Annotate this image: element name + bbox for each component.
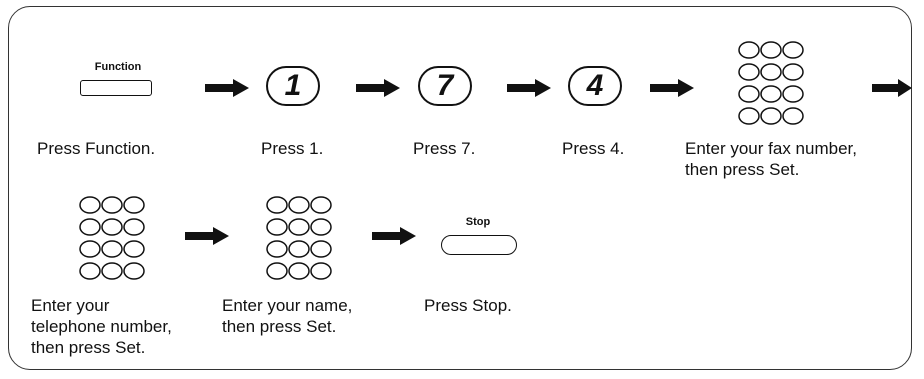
arrow-right-icon: [185, 227, 229, 245]
arrow-right-icon: [205, 79, 249, 97]
number-key-7: 7: [418, 66, 472, 106]
number-key-4: 4: [568, 66, 622, 106]
arrow-right-icon: [507, 79, 551, 97]
step-phone-caption: Enter your telephone number, then press …: [31, 296, 172, 357]
step-name-caption: Enter your name, then press Set.: [222, 296, 353, 336]
function-key-label: Function: [94, 61, 142, 73]
function-key: [80, 80, 152, 96]
stop-key: [441, 235, 517, 255]
keypad-icon: [266, 196, 332, 280]
step-stop-caption: Press Stop.: [424, 296, 512, 315]
instruction-frame: [8, 6, 912, 370]
step-fax-caption: Enter your fax number, then press Set.: [685, 139, 857, 179]
keypad-icon: [79, 196, 145, 280]
arrow-right-icon: [872, 79, 912, 97]
number-key-1: 1: [266, 66, 320, 106]
stop-key-label: Stop: [465, 216, 491, 228]
step-1-caption: Press 1.: [261, 139, 324, 158]
arrow-right-icon: [372, 227, 416, 245]
step-4-caption: Press 4.: [562, 139, 625, 158]
arrow-right-icon: [650, 79, 694, 97]
arrow-right-icon: [356, 79, 400, 97]
step-function-caption: Press Function.: [37, 139, 156, 158]
keypad-icon: [738, 41, 804, 125]
step-7-caption: Press 7.: [413, 139, 476, 158]
